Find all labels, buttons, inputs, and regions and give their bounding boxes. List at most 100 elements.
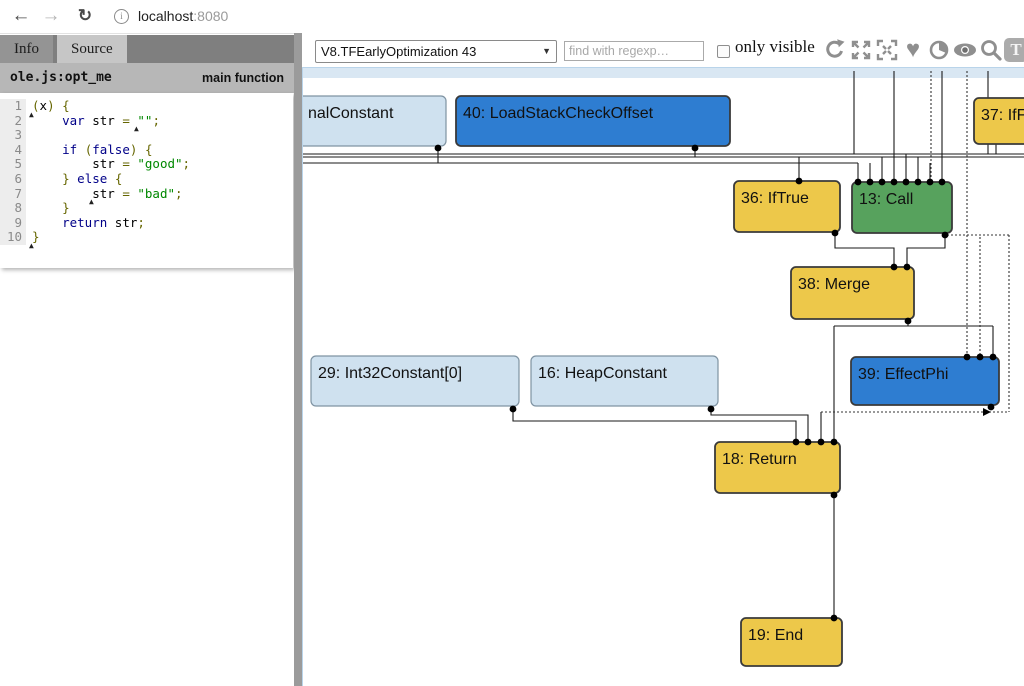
show-partial-icon[interactable] — [926, 36, 952, 64]
source-position-marker[interactable]: ▲ — [29, 109, 34, 119]
source-position-marker[interactable]: ▲ — [134, 124, 139, 134]
source-position-marker[interactable]: ▲ — [89, 197, 94, 207]
graph-node-label: 18: Return — [722, 451, 797, 468]
zoom-icon[interactable] — [978, 36, 1004, 64]
line-text: str = "good"; — [32, 156, 191, 172]
url-host: localhost — [138, 8, 194, 24]
page-info-icon[interactable]: i — [114, 9, 129, 24]
graph-port-dot — [941, 231, 949, 239]
graph-edge — [906, 235, 946, 267]
left-tab-bar: Info Source — [0, 35, 294, 63]
graph-edge — [710, 409, 809, 442]
graph-node-38[interactable]: 38: Merge — [790, 266, 915, 320]
source-code-panel[interactable]: 1(x) {2 var str = "";3 4 if (false) {5 s… — [0, 93, 293, 268]
line-text: } — [32, 229, 40, 245]
source-code: 1(x) {2 var str = "";3 4 if (false) {5 s… — [0, 93, 293, 249]
main-function-label: main function — [202, 71, 284, 85]
forward-icon[interactable]: → — [41, 5, 61, 26]
source-position-marker[interactable]: ▲ — [29, 240, 34, 250]
hide-selected-icon[interactable]: ♥ — [905, 36, 921, 63]
graph-port-dot — [691, 144, 699, 152]
line-number: 7 — [0, 186, 26, 202]
line-number: 6 — [0, 171, 26, 187]
graph-node-label: 36: IfTrue — [741, 190, 809, 207]
graph-port-dot — [914, 178, 922, 186]
line-text: } — [62, 200, 70, 216]
graph-edge — [512, 409, 797, 442]
url-port: :8080 — [193, 8, 229, 24]
source-header: ole.js:opt_me main function — [0, 63, 294, 93]
search-input[interactable] — [564, 41, 704, 61]
line-text — [26, 128, 40, 143]
relayout-icon[interactable] — [822, 36, 848, 64]
graph-node-18[interactable]: 18: Return — [714, 441, 841, 494]
code-line: 9 return str; — [0, 214, 293, 231]
address-bar[interactable]: localhost:8080 — [138, 0, 228, 33]
line-number: 3 — [0, 128, 26, 143]
graph-port-dot — [795, 177, 803, 185]
show-all-eye-icon[interactable] — [952, 36, 978, 64]
graph-node-40[interactable]: 40: LoadStackCheckOffset — [455, 95, 731, 147]
graph-node-29[interactable]: 29: Int32Constant[0] — [310, 355, 520, 407]
graph-port-dot — [434, 144, 442, 152]
line-number: 8 — [0, 201, 26, 216]
line-text: return str; — [62, 214, 145, 230]
code-line: 7 str = "bad"; — [0, 185, 293, 202]
graph-port-dot — [830, 491, 838, 499]
code-line: 2 var str = ""; — [0, 112, 293, 129]
only-visible-label: only visible — [735, 37, 815, 56]
graph-port-dot — [902, 178, 910, 186]
code-line: 4 if (false) { — [0, 141, 293, 158]
graph-port-dot — [976, 353, 984, 361]
code-line: 10} — [0, 230, 293, 245]
graph-edge — [834, 233, 895, 267]
phase-select-value: V8.TFEarlyOptimization 43 — [321, 44, 477, 59]
graph-node-label: 29: Int32Constant[0] — [318, 365, 462, 382]
graph-port-dot — [890, 263, 898, 271]
graph-node-label: nalConstant — [308, 105, 394, 122]
line-text: var str = ""; — [62, 112, 160, 128]
tab-source[interactable]: Source — [57, 35, 127, 63]
line-text: str = "bad"; — [32, 185, 183, 201]
code-line: 6 } else { — [0, 170, 293, 187]
line-text: if (false) { — [62, 141, 153, 157]
graph-canvas[interactable]: nalConstant 40: LoadStackCheckOffset 37: I… — [303, 68, 1024, 686]
graph-node-label: 16: HeapConstant — [538, 365, 668, 382]
graph-pane[interactable]: nalConstant 40: LoadStackCheckOffset 37: I… — [302, 67, 1024, 686]
toggle-types-button[interactable]: T — [1004, 38, 1024, 62]
chevron-down-icon: ▼ — [542, 46, 551, 56]
reload-icon[interactable]: ↻ — [77, 6, 93, 25]
pane-resizer[interactable] — [294, 33, 302, 686]
graph-node-37[interactable]: 37: IfF — [973, 97, 1024, 145]
graph-port-dot — [804, 438, 812, 446]
graph-port-dot — [707, 405, 715, 413]
tab-info[interactable]: Info — [0, 35, 53, 63]
phase-select[interactable]: V8.TFEarlyOptimization 43 ▼ — [315, 40, 557, 63]
graph-node-16[interactable]: 16: HeapConstant — [530, 355, 719, 407]
zoom-selection-icon[interactable] — [874, 36, 900, 64]
graph-port-dot — [987, 403, 995, 411]
line-text: } else { — [62, 170, 123, 186]
graph-node-label: 13: Call — [859, 191, 913, 208]
graph-node-39[interactable]: 39: EffectPhi — [850, 356, 1000, 406]
graph-port-dot — [904, 317, 912, 325]
graph-node-19[interactable]: 19: End — [740, 617, 843, 667]
graph-node-36[interactable]: 36: IfTrue — [733, 180, 841, 233]
graph-node-label: 38: Merge — [798, 276, 870, 293]
graph-port-dot — [817, 438, 825, 446]
code-line: 3 — [0, 128, 293, 143]
graph-port-dot — [926, 178, 934, 186]
graph-edge-arrowhead — [983, 408, 991, 416]
graph-port-dot — [903, 263, 911, 271]
graph-node-ext[interactable]: nalConstant — [303, 95, 447, 147]
graph-node-label: 37: IfF — [981, 107, 1024, 124]
graph-port-dot — [509, 405, 517, 413]
graph-port-dot — [831, 229, 839, 237]
graph-port-dot — [890, 178, 898, 186]
only-visible-checkbox[interactable] — [717, 45, 730, 58]
back-icon[interactable]: ← — [11, 5, 31, 26]
graph-node-13[interactable]: 13: Call — [851, 181, 953, 234]
line-number: 10 — [0, 230, 26, 245]
expand-all-icon[interactable] — [848, 36, 874, 64]
graph-port-dot — [989, 353, 997, 361]
